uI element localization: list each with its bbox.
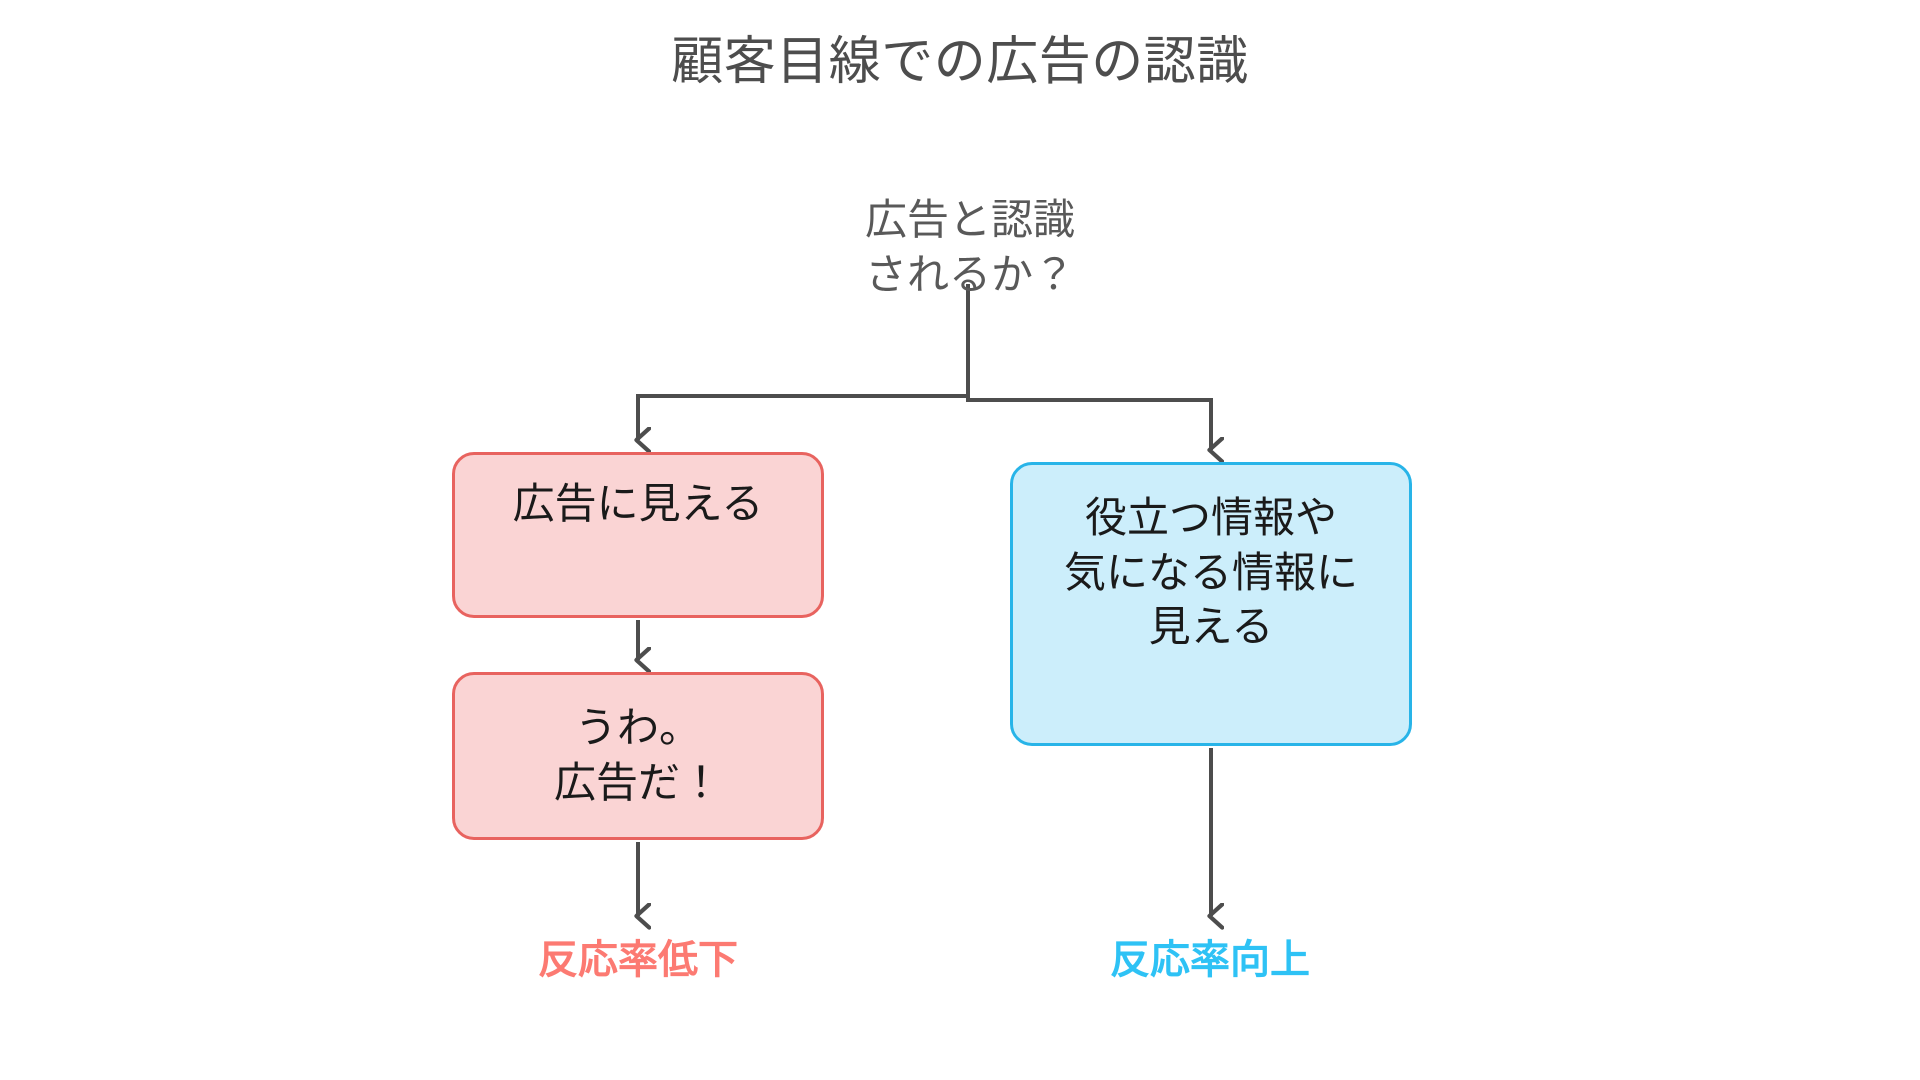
node-ad-looking-line-1: 広告に見える [512, 480, 764, 527]
node-useful-info-line-3: 見える [1148, 603, 1274, 651]
page-title: 顧客目線での広告の認識 [671, 33, 1249, 91]
connector-root-to-right [966, 398, 1211, 450]
node-ad-reaction-text: うわ。 広告だ！ [455, 701, 821, 810]
node-useful-info-line-1: 役立つ情報や [1084, 494, 1337, 541]
node-ad-looking-text: 広告に見える [455, 477, 821, 532]
outcome-label-low: 反応率低下 [538, 938, 738, 982]
node-ad-reaction-line-2: 広告だ！ [553, 759, 722, 806]
node-ad-looking[interactable]: 広告に見える [452, 452, 824, 618]
node-ad-reaction-line-1: うわ。 [574, 704, 701, 752]
node-useful-info-line-2: 気になる情報に [1063, 548, 1358, 596]
outcome-label-high: 反応率向上 [1110, 938, 1310, 982]
node-useful-info[interactable]: 役立つ情報や 気になる情報に 見える [1010, 462, 1412, 746]
root-question-line-2: されるか？ [864, 251, 1075, 299]
connector-root-to-left [638, 394, 968, 440]
root-question-node: 広告と認識 されるか？ [760, 192, 1180, 303]
node-ad-reaction[interactable]: うわ。 広告だ！ [452, 672, 824, 840]
root-question-line-1: 広告と認識 [864, 196, 1075, 243]
node-useful-info-text: 役立つ情報や 気になる情報に 見える [1013, 491, 1409, 655]
